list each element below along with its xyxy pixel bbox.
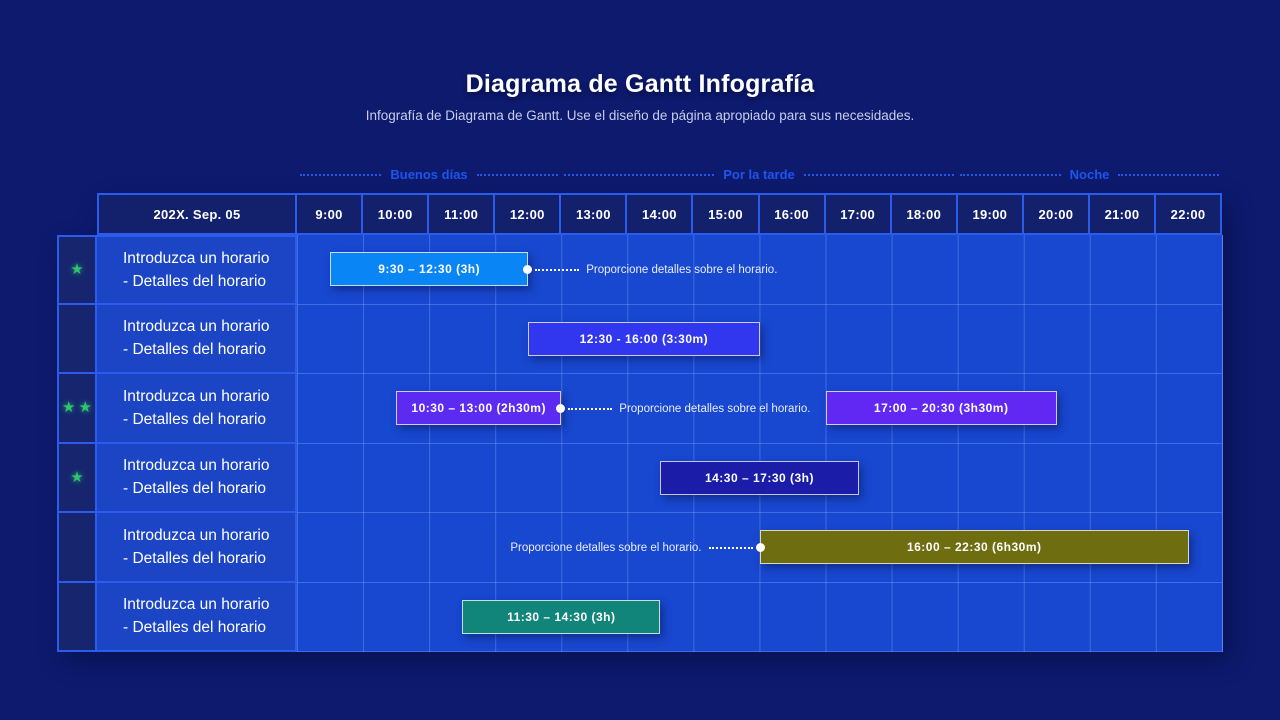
- gantt-bar-label: 9:30 – 12:30 (3h): [378, 262, 481, 276]
- period-label: Por la tarde: [723, 167, 795, 182]
- task-label-line1: Introduzca un horario: [123, 387, 270, 405]
- task-label-line1: Introduzca un horario: [123, 596, 270, 614]
- task-label-line1: Introduzca un horario: [123, 457, 270, 475]
- gantt-bar[interactable]: 12:30 - 16:00 (3:30m): [528, 321, 760, 356]
- priority-stars-cell: ★: [57, 443, 97, 513]
- task-label-cell: Introduzca un horario - Detalles del hora…: [97, 235, 297, 305]
- task-label-line2: - Detalles del horario: [123, 341, 267, 359]
- task-label-cell: Introduzca un horario - Detalles del hora…: [97, 513, 297, 583]
- gantt-bar[interactable]: 17:00 – 20:30 (3h30m): [825, 391, 1057, 425]
- dotted-connector: [708, 546, 753, 549]
- gantt-row: Introduzca un horario - Detalles del hora…: [57, 304, 1223, 374]
- task-label-line1: Introduzca un horario: [123, 526, 270, 544]
- hour-header-cell: 10:00: [363, 193, 430, 235]
- period-afternoon: Por la tarde: [561, 167, 957, 182]
- star-icon: ★: [62, 399, 76, 417]
- gantt-bar[interactable]: 9:30 – 12:30 (3h): [330, 252, 529, 286]
- task-label-cell: Introduzca un horario - Detalles del hora…: [97, 582, 297, 652]
- period-morning: Buenos días: [297, 167, 561, 182]
- date-header-cell: 202X. Sep. 05: [97, 193, 297, 235]
- task-label-cell: Introduzca un horario - Detalles del hora…: [97, 374, 297, 444]
- hour-header-cell: 18:00: [891, 193, 958, 235]
- dotted-line: [476, 173, 559, 176]
- gantt-bar[interactable]: 14:30 – 17:30 (3h): [660, 460, 859, 495]
- hour-header-cell: 12:00: [495, 193, 562, 235]
- hour-header-cell: 14:00: [627, 193, 694, 235]
- gantt-bar[interactable]: 16:00 – 22:30 (6h30m): [759, 530, 1189, 564]
- hour-header-cell: 19:00: [957, 193, 1024, 235]
- bar-annotation: Proporcione detalles sobre el horario.: [523, 235, 781, 305]
- row-timeline: 14:30 – 17:30 (3h): [297, 443, 1223, 513]
- hour-header-cell: 15:00: [693, 193, 760, 235]
- gantt-bar-label: 11:30 – 14:30 (3h): [507, 609, 616, 624]
- task-label-cell: Introduzca un horario - Detalles del hora…: [97, 443, 297, 513]
- row-timeline: 12:30 - 16:00 (3:30m): [297, 304, 1223, 374]
- gantt-bar-label: 16:00 – 22:30 (6h30m): [906, 540, 1042, 554]
- period-label: Noche: [1069, 167, 1110, 182]
- row-timeline: 10:30 – 13:00 (2h30m) Proporcione detalle…: [297, 374, 1223, 444]
- priority-stars-cell: [57, 304, 97, 374]
- connector-dot-icon: [523, 265, 533, 275]
- day-period-band: Buenos días Por la tarde Noche: [297, 167, 1222, 182]
- hour-header-cell: 13:00: [561, 193, 628, 235]
- annotation-text: Proporcione detalles sobre el horario.: [586, 263, 778, 276]
- priority-stars-cell: ★: [57, 235, 97, 305]
- row-timeline: 16:00 – 22:30 (6h30m) Proporcione detalle…: [297, 513, 1223, 583]
- priority-stars-cell: ★★: [57, 374, 97, 444]
- hour-header-cell: 16:00: [759, 193, 826, 235]
- gantt-row: ★ Introduzca un horario - Detalles del hor…: [57, 235, 1223, 305]
- gantt-bar-label: 12:30 - 16:00 (3:30m): [579, 331, 709, 346]
- page-title: Diagrama de Gantt Infografía: [465, 70, 815, 98]
- hour-header-cell: 9:00: [297, 193, 364, 235]
- dotted-line: [960, 173, 1061, 176]
- gantt-row: ★★ Introduzca un horario - Detalles del ho…: [57, 374, 1223, 444]
- dotted-line: [300, 173, 382, 176]
- task-label-line2: - Detalles del horario: [123, 410, 267, 428]
- priority-stars-cell: [57, 513, 97, 583]
- task-label-line2: - Detalles del horario: [123, 619, 267, 637]
- dotted-line: [803, 173, 954, 176]
- row-timeline: 11:30 – 14:30 (3h): [297, 582, 1223, 652]
- bar-annotation: Proporcione detalles sobre el horario.: [506, 513, 765, 583]
- period-night: Noche: [957, 167, 1222, 182]
- gantt-bar[interactable]: 10:30 – 13:00 (2h30m): [396, 391, 562, 425]
- annotation-text: Proporcione detalles sobre el horario.: [619, 402, 811, 415]
- gantt-row: Introduzca un horario - Detalles del hora…: [57, 513, 1223, 583]
- star-icon: ★: [70, 261, 84, 279]
- task-label-line2: - Detalles del horario: [123, 549, 267, 567]
- task-label-line1: Introduzca un horario: [123, 249, 270, 267]
- dotted-connector: [535, 268, 580, 271]
- task-label-line2: - Detalles del horario: [123, 272, 267, 290]
- gantt-bar[interactable]: 11:30 – 14:30 (3h): [462, 599, 661, 634]
- connector-dot-icon: [755, 543, 765, 553]
- task-label-cell: Introduzca un horario - Detalles del hora…: [97, 304, 297, 374]
- annotation-text: Proporcione detalles sobre el horario.: [510, 541, 702, 554]
- star-icon: ★: [78, 399, 92, 417]
- hour-header-cell: 17:00: [825, 193, 892, 235]
- priority-stars-cell: [57, 582, 97, 652]
- dotted-line: [564, 173, 715, 176]
- dotted-line: [1118, 173, 1220, 176]
- task-label-line1: Introduzca un horario: [123, 318, 270, 336]
- page-subtitle: Infografía de Diagrama de Gantt. Use el …: [365, 108, 915, 123]
- gantt-rows: ★ Introduzca un horario - Detalles del hor…: [57, 235, 1223, 652]
- connector-dot-icon: [556, 404, 566, 414]
- task-label-line2: - Detalles del horario: [123, 480, 267, 498]
- gantt-row: ★ Introduzca un horario - Detalles del hor…: [57, 443, 1223, 513]
- hour-header-cell: 22:00: [1156, 193, 1223, 235]
- bar-annotation: Proporcione detalles sobre el horario.: [556, 374, 814, 444]
- gantt-bar-label: 17:00 – 20:30 (3h30m): [873, 401, 1009, 415]
- gantt-bar-label: 10:30 – 13:00 (2h30m): [411, 401, 546, 415]
- hour-header-cell: 21:00: [1089, 193, 1157, 235]
- gantt-bar-label: 14:30 – 17:30 (3h): [704, 470, 815, 485]
- gantt-row: Introduzca un horario - Detalles del hora…: [57, 582, 1223, 652]
- dotted-connector: [568, 407, 613, 410]
- hour-header-cell: 11:00: [429, 193, 496, 235]
- row-timeline: 9:30 – 12:30 (3h) Proporcione detalles so…: [297, 235, 1223, 305]
- period-label: Buenos días: [390, 167, 468, 182]
- star-icon: ★: [70, 468, 84, 486]
- hour-header-cell: 20:00: [1023, 193, 1090, 235]
